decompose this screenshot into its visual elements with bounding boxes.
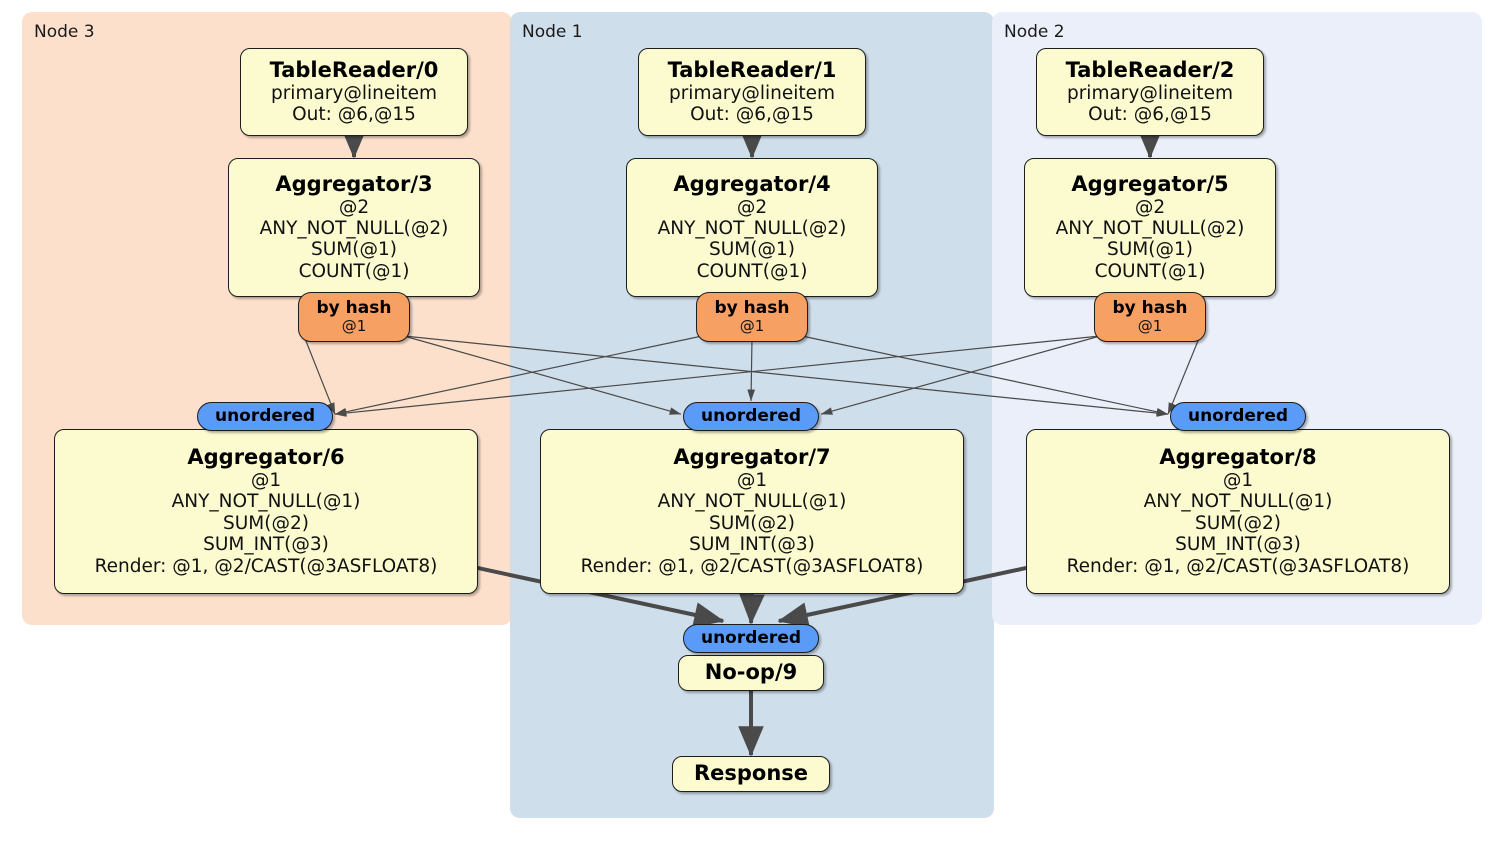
node-line: ANY_NOT_NULL(@2) (657, 218, 847, 240)
node-title: TableReader/2 (1065, 57, 1235, 82)
node-un8[interactable]: unordered (1170, 402, 1306, 431)
node-title: Aggregator/6 (187, 444, 345, 469)
node-line: Out: @6,@15 (1088, 103, 1212, 125)
node-line: SUM(@2) (223, 512, 309, 534)
node-line: SUM_INT(@3) (1175, 534, 1301, 556)
node-line: SUM(@1) (311, 239, 397, 261)
node-line: Render: @1, @2/CAST(@3ASFLOAT8) (94, 555, 438, 577)
node-line: COUNT(@1) (298, 260, 410, 282)
node-title: Aggregator/5 (1071, 171, 1229, 196)
node-line: @2 (338, 196, 370, 218)
node-title: unordered (700, 628, 802, 648)
node-title: by hash (316, 298, 392, 319)
node-line: ANY_NOT_NULL(@1) (171, 491, 361, 513)
node-line: primary@lineitem (668, 82, 836, 104)
node-line: Render: @1, @2/CAST(@3ASFLOAT8) (1066, 555, 1410, 577)
node-line: ANY_NOT_NULL(@1) (1143, 491, 1333, 513)
node-hash5[interactable]: by hash@1 (1094, 292, 1206, 342)
node-title: unordered (700, 406, 802, 426)
node-line: ANY_NOT_NULL(@2) (259, 218, 449, 240)
node-line: primary@lineitem (1066, 82, 1234, 104)
node-line: SUM(@1) (1107, 239, 1193, 261)
node-line: SUM(@2) (1195, 512, 1281, 534)
panel-label-node2: Node 2 (1004, 22, 1065, 42)
node-line: SUM(@1) (709, 239, 795, 261)
node-line: SUM_INT(@3) (689, 534, 815, 556)
node-line: @1 (341, 316, 367, 335)
panel-label-node1: Node 1 (522, 22, 583, 42)
node-line: @2 (736, 196, 768, 218)
node-title: unordered (1187, 406, 1289, 426)
node-line: COUNT(@1) (696, 260, 808, 282)
node-un9[interactable]: unordered (683, 624, 819, 653)
node-line: SUM(@2) (709, 512, 795, 534)
node-hash3[interactable]: by hash@1 (298, 292, 410, 342)
node-un6[interactable]: unordered (197, 402, 333, 431)
node-hash4[interactable]: by hash@1 (696, 292, 808, 342)
node-line: @1 (736, 469, 768, 491)
node-line: @1 (1137, 316, 1163, 335)
node-title: unordered (214, 406, 316, 426)
node-title: TableReader/1 (667, 57, 837, 82)
node-line: SUM_INT(@3) (203, 534, 329, 556)
node-title: Aggregator/4 (673, 171, 831, 196)
node-line: @1 (739, 316, 765, 335)
node-line: ANY_NOT_NULL(@1) (657, 491, 847, 513)
node-title: by hash (1112, 298, 1188, 319)
node-title: Aggregator/8 (1159, 444, 1317, 469)
node-line: Out: @6,@15 (292, 103, 416, 125)
node-line: @1 (250, 469, 282, 491)
panel-label-node3: Node 3 (34, 22, 95, 42)
node-noop9[interactable]: No-op/9 (678, 655, 824, 691)
node-line: @1 (1222, 469, 1254, 491)
node-line: primary@lineitem (270, 82, 438, 104)
node-un7[interactable]: unordered (683, 402, 819, 431)
node-title: Response (693, 761, 809, 786)
node-title: by hash (714, 298, 790, 319)
node-line: Out: @6,@15 (690, 103, 814, 125)
node-line: @2 (1134, 196, 1166, 218)
node-line: Render: @1, @2/CAST(@3ASFLOAT8) (580, 555, 924, 577)
node-title: No-op/9 (704, 660, 798, 685)
node-title: Aggregator/3 (275, 171, 433, 196)
node-response[interactable]: Response (672, 756, 830, 792)
node-line: ANY_NOT_NULL(@2) (1055, 218, 1245, 240)
node-line: COUNT(@1) (1094, 260, 1206, 282)
node-title: TableReader/0 (269, 57, 439, 82)
node-title: Aggregator/7 (673, 444, 831, 469)
